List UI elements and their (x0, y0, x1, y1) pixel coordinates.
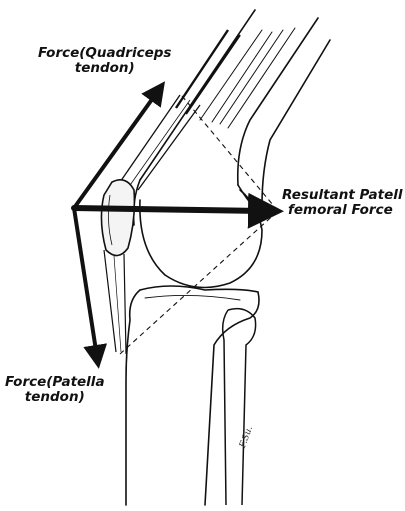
patellar-tendon (104, 250, 126, 354)
patella-label-line2: tendon) (5, 390, 105, 405)
patella-label-line1: Force(Patella (5, 375, 105, 390)
resultant-force-arrow (74, 208, 266, 211)
patella (101, 180, 134, 256)
resultant-label-line2: femoral Force (282, 203, 403, 218)
patella-force-arrow (74, 208, 97, 357)
quadriceps-label-line2: tendon) (38, 61, 171, 76)
quadriceps-force-label: Force(Quadriceps tendon) (38, 46, 171, 76)
resultant-label-line1: Resultant Patell (282, 188, 403, 203)
tibia (126, 286, 259, 505)
patella-force-label: Force(Patella tendon) (5, 375, 105, 405)
fibula (223, 309, 256, 505)
resultant-force-label: Resultant Patell femoral Force (282, 188, 403, 218)
quadriceps-label-line1: Force(Quadriceps (38, 46, 171, 61)
